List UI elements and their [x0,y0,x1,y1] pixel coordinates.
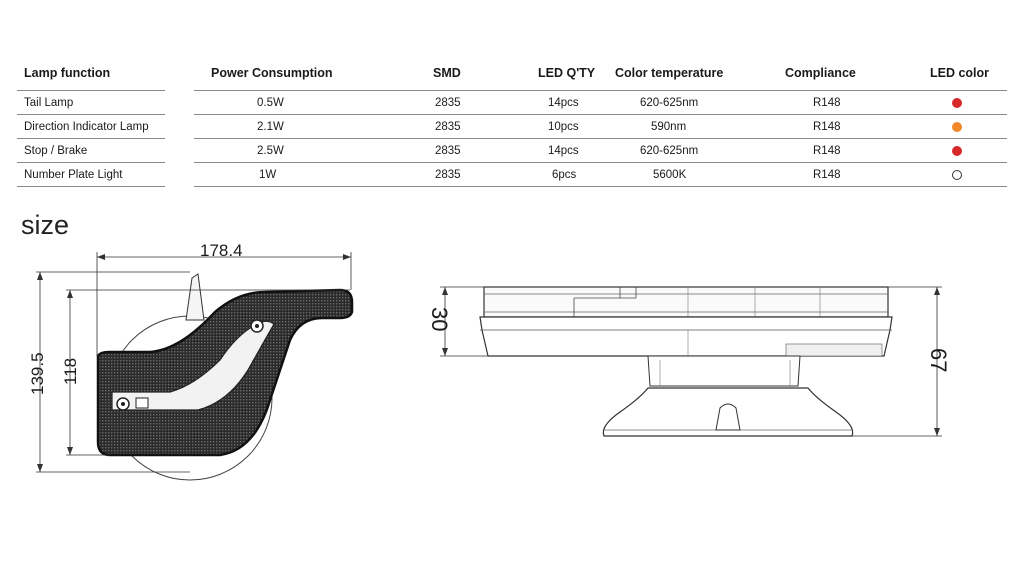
led-color-dot-red [952,146,962,156]
row-divider [194,90,1007,91]
cell-compliance: R148 [813,169,841,181]
header-smd: SMD [433,66,461,80]
cell-qty: 10pcs [548,121,579,133]
mount-neck [647,355,801,387]
row-divider [17,162,165,163]
lamp-side-view-drawing: 30 67 [427,286,951,437]
cell-temp: 590nm [651,121,687,133]
width-label: 178.4 [200,241,243,260]
led-color-dot-white [952,170,962,180]
post-shape [185,273,205,321]
inner-height-label: 118 [61,358,80,385]
cell-smd: 2835 [435,169,461,181]
release-tab [715,403,741,431]
cell-power: 2.5W [257,145,284,157]
cell-smd: 2835 [435,97,461,109]
header-power-consumption: Power Consumption [211,66,333,80]
lens-cover [483,286,889,318]
row-divider [194,162,1007,163]
lamp-front-view-drawing: 178.4 139.5 118 [28,241,354,481]
size-title: size [21,210,70,240]
cell-qty: 14pcs [548,97,579,109]
row-divider [194,114,1007,115]
label-plate [135,397,149,409]
cell-qty: 14pcs [548,145,579,157]
cell-smd: 2835 [435,145,461,157]
row-divider [17,138,165,139]
cell-power: 1W [259,169,277,181]
cell-temp: 620-625nm [640,145,699,157]
total-height-label: 67 [926,348,951,372]
row-divider [17,114,165,115]
cell-function: Tail Lamp [24,97,74,109]
header-lamp-function: Lamp function [24,66,111,80]
cell-function: Number Plate Light [24,169,123,181]
row-divider [17,90,165,91]
cell-temp: 5600K [653,169,687,181]
header-led-color: LED color [930,66,990,80]
row-divider [194,138,1007,139]
cell-temp: 620-625nm [640,97,699,109]
cell-qty: 6pcs [552,169,577,181]
header-led-qty: LED Q'TY [538,66,596,80]
cell-function: Direction Indicator Lamp [24,121,149,133]
cell-smd: 2835 [435,121,461,133]
row-divider [194,186,1007,187]
lens-height-label: 30 [427,307,452,331]
cell-compliance: R148 [813,121,841,133]
cell-compliance: R148 [813,97,841,109]
lamp-center-strip [111,320,275,411]
cell-function: Stop / Brake [24,145,88,157]
row-divider [17,186,165,187]
header-color-temperature: Color temperature [615,66,724,80]
header-compliance: Compliance [785,66,856,80]
led-color-dot-red [952,98,962,108]
led-color-dot-amber [952,122,962,132]
cell-power: 0.5W [257,97,284,109]
outer-height-label: 139.5 [28,352,47,395]
cell-power: 2.1W [257,121,284,133]
cell-compliance: R148 [813,145,841,157]
